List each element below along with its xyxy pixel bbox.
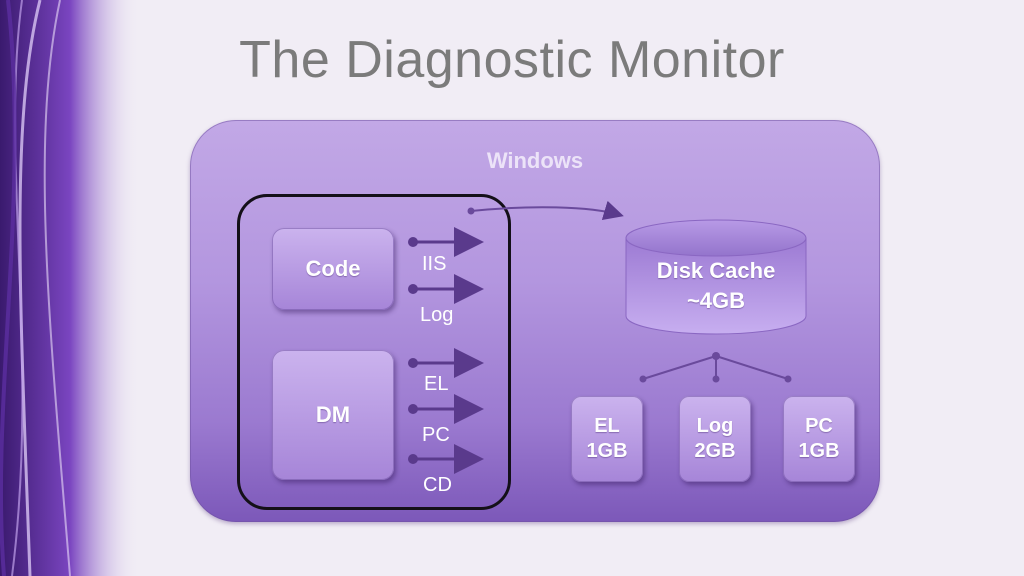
code-block-label: Code [305, 256, 361, 281]
process-boundary [237, 194, 511, 510]
disk-cache-name: Disk Cache [656, 258, 776, 283]
stream-label-iis: IIS [422, 253, 447, 275]
storage-size-el: 1GB [586, 440, 628, 462]
slide-title: The Diagnostic Monitor [239, 31, 785, 89]
stream-label-pc: PC [422, 424, 450, 446]
storage-size-log: 2GB [694, 440, 736, 462]
storage-name-el: EL [594, 415, 620, 437]
storage-name-log: Log [696, 415, 734, 437]
storage-block-log: Log 2GB [679, 396, 751, 482]
storage-name-pc: PC [805, 415, 833, 437]
stream-label-cd: CD [423, 474, 452, 496]
stream-label-el: EL [424, 373, 449, 395]
code-block: Code [272, 228, 394, 310]
storage-size-pc: 1GB [798, 440, 840, 462]
dm-block-label: DM [315, 402, 351, 427]
storage-block-pc: PC 1GB [783, 396, 855, 482]
disk-cache-label: Disk Cache ~4GB [626, 256, 806, 316]
storage-block-el: EL 1GB [571, 396, 643, 482]
stream-label-log: Log [420, 304, 454, 326]
disk-cache-size: ~4GB [686, 288, 746, 313]
decorative-swirl [0, 0, 140, 576]
windows-label: Windows [486, 148, 584, 173]
dm-block: DM [272, 350, 394, 480]
